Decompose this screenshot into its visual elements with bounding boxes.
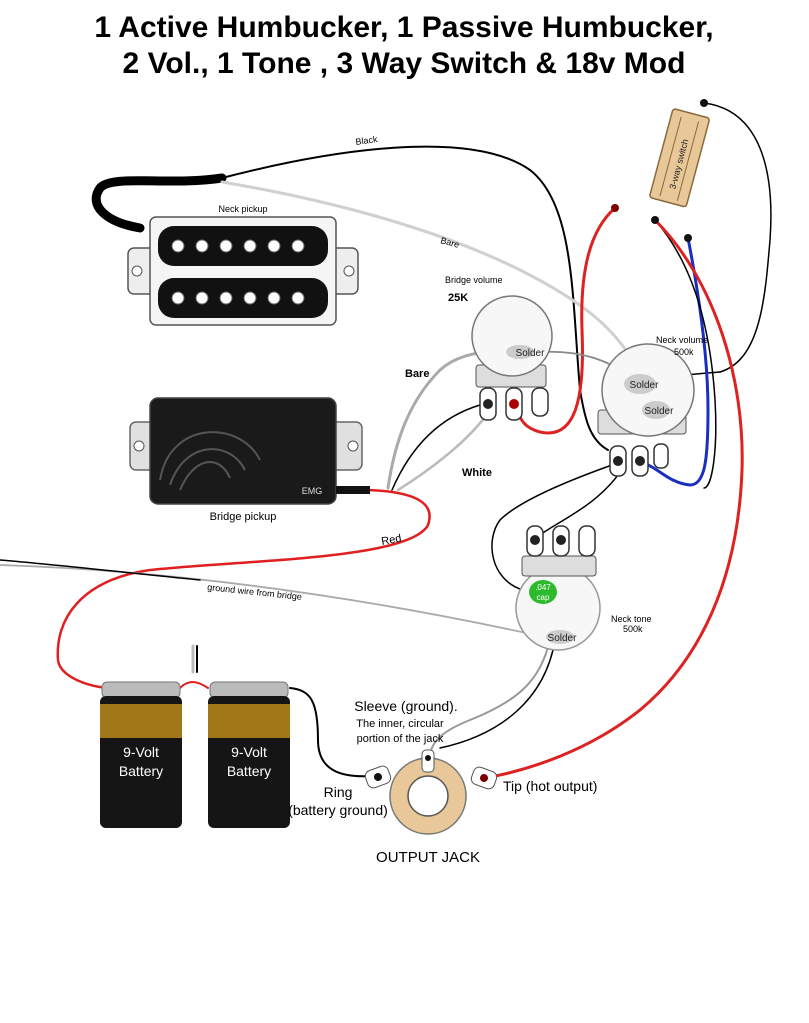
bridge-pickup-swirl (159, 431, 261, 491)
switch-lug-1 (611, 204, 619, 212)
tip-wire (483, 218, 744, 780)
bridge-volume-solder: Solder (516, 348, 546, 359)
bridge-volume-lugs (479, 387, 549, 421)
bridge-pickup-body (149, 397, 337, 505)
jack-ring-lug (364, 765, 392, 789)
battery-2-band (208, 704, 290, 738)
switch-lug-top (700, 99, 708, 107)
neck-tone-solder: Solder (548, 633, 578, 644)
bare-wire-label-left: Bare (405, 368, 429, 380)
neck-tone-cap-label: cap (537, 593, 550, 602)
neck-volume-solder-top-blob (624, 374, 656, 394)
red-wire-label: Red (380, 533, 402, 548)
bridge-pickup-brand: EMG (302, 486, 323, 496)
neck-volume-solder-top: Solder (630, 380, 660, 391)
neck-volume-label: Neck volume (656, 335, 708, 345)
neck-pickup-screw-left (131, 265, 143, 277)
neck-tone-cap-value: .047 (535, 583, 551, 592)
red-wire-switch (516, 206, 617, 435)
ground-wire-bridge-black (0, 559, 201, 581)
neck-pickup-label: Neck pickup (218, 204, 267, 214)
sleeve-wire (439, 639, 556, 749)
jack-hole (407, 775, 449, 817)
white-wire-label: White (462, 467, 492, 479)
neck-tone-capacitor (529, 580, 557, 604)
bridge-volume-body (471, 295, 553, 377)
vol-to-tone-wire (491, 464, 613, 591)
jack-sleeve-line3: portion of the jack (357, 733, 444, 745)
bridge-pickup-screw-right (347, 440, 359, 452)
jack-ring-line2: (battery ground) (288, 802, 388, 818)
neck-tone-solder-blob (546, 630, 574, 644)
neck-tone-label: Neck tone (611, 614, 652, 624)
jack-tip-lug (470, 766, 498, 790)
battery-1-band (100, 704, 182, 738)
white-wire (396, 408, 492, 492)
switch-black-wire (703, 102, 772, 373)
bridge-black-wire (391, 404, 481, 491)
ground-wire-bridge (0, 564, 541, 637)
bridge-pickup-cable (336, 486, 370, 494)
bridge-pickup: EMG Bridge pickup (129, 397, 370, 523)
bridge-pickup-label: Bridge pickup (210, 511, 277, 523)
neck-volume-pot: Solder Solder Neck volume 500k (597, 335, 708, 477)
battery-2-line2: Battery (227, 763, 271, 779)
tone-ground-wire (429, 639, 551, 756)
bridge-volume-solder-blob (506, 345, 534, 359)
jack-sleeve-point (425, 755, 431, 761)
battery-1-clip (101, 681, 181, 699)
jack-label: OUTPUT JACK (376, 849, 480, 866)
neck-volume-solder-bottom: Solder (645, 406, 675, 417)
neck-pickup-screw-right (343, 265, 355, 277)
battery-2-clip (209, 681, 289, 699)
switch-lug-2 (651, 216, 659, 224)
neck-tone-lugbar (521, 555, 597, 577)
neck-cable (91, 173, 227, 233)
neck-volume-value: 500k (674, 347, 694, 357)
neck-volume-solder-bottom-blob (642, 401, 670, 419)
bare-wire-neck (220, 180, 642, 377)
bridge-volume-label: Bridge volume (445, 275, 503, 285)
jack-sleeve-line2: The inner, circular (356, 718, 444, 730)
bridge-volume-pot: Solder Bridge volume 25K (445, 275, 553, 421)
black-wire-label: Black (355, 134, 379, 147)
battery-2: 9-Volt Battery (208, 681, 290, 828)
vol-to-tone-wire-2 (539, 464, 626, 536)
neck-pickup-coil-bottom (158, 278, 328, 318)
battery-1-line1: 9-Volt (123, 744, 159, 760)
battery-link-wire (179, 681, 209, 689)
black-wire (221, 145, 609, 451)
neck-tone-pot: .047 cap Solder Neck tone 500k (515, 525, 652, 651)
switch-wire-right (654, 219, 717, 489)
neck-volume-lugs (609, 443, 669, 477)
three-way-switch: 3-way switch (611, 99, 710, 242)
bridge-volume-value: 25K (448, 292, 468, 304)
switch-body (649, 108, 710, 208)
jack-tip-label: Tip (hot output) (503, 778, 597, 794)
bare-wire-label-top: Bare (439, 235, 460, 250)
red-battery-wire (56, 488, 431, 690)
title-line-1: 1 Active Humbucker, 1 Passive Humbucker, (94, 11, 713, 44)
neck-pickup-polepieces (171, 239, 305, 305)
bridge-pickup-screw-left (133, 440, 145, 452)
jack-sleeve-line1: Sleeve (ground). (354, 698, 458, 714)
neck-tone-lugs (526, 525, 596, 557)
battery-2-line1: 9-Volt (231, 744, 267, 760)
ground-wire-label: ground wire from bridge (207, 582, 303, 602)
neck-tone-value: 500k (623, 624, 643, 634)
jack-ring-line1: Ring (324, 784, 353, 800)
battery-1-line2: Battery (119, 763, 163, 779)
wires (0, 102, 772, 780)
neck-pickup-coil-top (158, 226, 328, 266)
battery-1: 9-Volt Battery (100, 681, 182, 828)
title-line-2: 2 Vol., 1 Tone , 3 Way Switch & 18v Mod (123, 47, 686, 80)
switch-lug-3 (684, 234, 692, 242)
neck-pickup: Neck pickup (127, 204, 359, 326)
output-jack: OUTPUT JACK Sleeve (ground). The inner, … (288, 698, 597, 866)
ring-wire (289, 687, 373, 778)
